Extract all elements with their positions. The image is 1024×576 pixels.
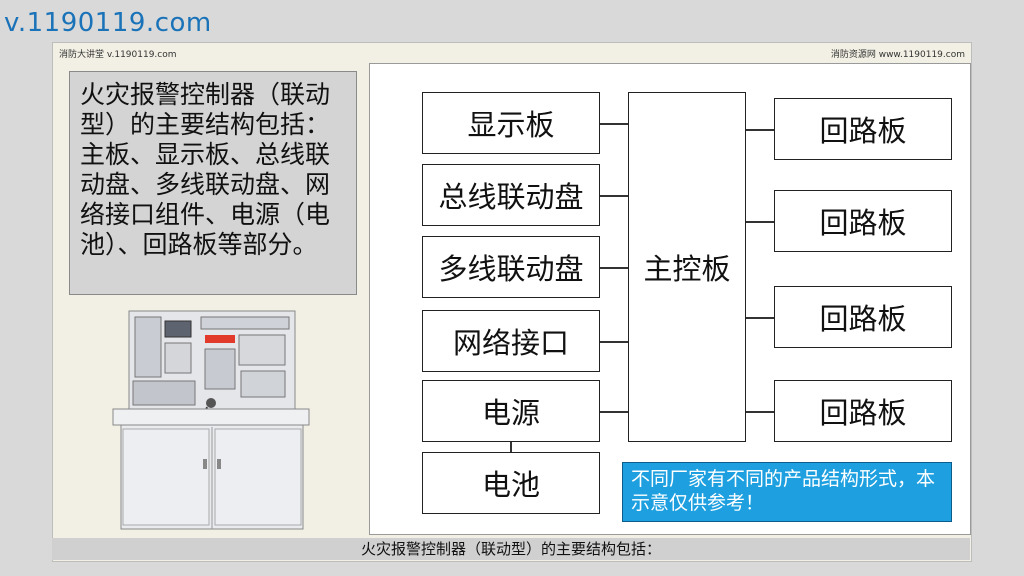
connector-line bbox=[600, 123, 628, 125]
description-text: 火灾报警控制器（联动型）的主要结构包括：主板、显示板、总线联动盘、多线联动盘、网… bbox=[80, 80, 346, 260]
header-right-text: 消防资源网 www.1190119.com bbox=[831, 47, 965, 60]
connector-line bbox=[600, 267, 628, 269]
slide: 消防大讲堂 v.1190119.com 消防资源网 www.1190119.co… bbox=[52, 42, 972, 562]
description-box: 火灾报警控制器（联动型）的主要结构包括：主板、显示板、总线联动盘、多线联动盘、网… bbox=[69, 71, 357, 295]
fire-alarm-controller-image bbox=[111, 309, 311, 531]
connector-line bbox=[600, 341, 628, 343]
structure-diagram: 显示板 总线联动盘 多线联动盘 网络接口 电源 电池 主控板 回路板 回路板 回… bbox=[369, 63, 971, 535]
connector-line bbox=[600, 195, 628, 197]
connector-line bbox=[746, 317, 774, 319]
battery-box: 电池 bbox=[422, 452, 600, 514]
connector-line bbox=[600, 411, 628, 413]
connector-line bbox=[746, 221, 774, 223]
connector-line bbox=[746, 411, 774, 413]
loop-board-box-3: 回路板 bbox=[774, 286, 952, 348]
site-watermark: v.1190119.com bbox=[4, 8, 212, 38]
caption-footer: 火灾报警控制器（联动型）的主要结构包括： bbox=[52, 538, 970, 560]
connector-line bbox=[510, 442, 512, 452]
loop-board-box-4: 回路板 bbox=[774, 380, 952, 442]
network-interface-box: 网络接口 bbox=[422, 310, 600, 372]
loop-board-box-1: 回路板 bbox=[774, 98, 952, 160]
connector-line bbox=[746, 129, 774, 131]
power-supply-box: 电源 bbox=[422, 380, 600, 442]
header-left-text: 消防大讲堂 v.1190119.com bbox=[59, 47, 177, 60]
bus-linkage-panel-box: 总线联动盘 bbox=[422, 164, 600, 226]
loop-board-box-2: 回路板 bbox=[774, 190, 952, 252]
main-control-board-box: 主控板 bbox=[628, 92, 746, 442]
multiline-linkage-panel-box: 多线联动盘 bbox=[422, 236, 600, 298]
disclaimer-note: 不同厂家有不同的产品结构形式，本示意仅供参考！ bbox=[622, 462, 952, 522]
display-board-box: 显示板 bbox=[422, 92, 600, 154]
